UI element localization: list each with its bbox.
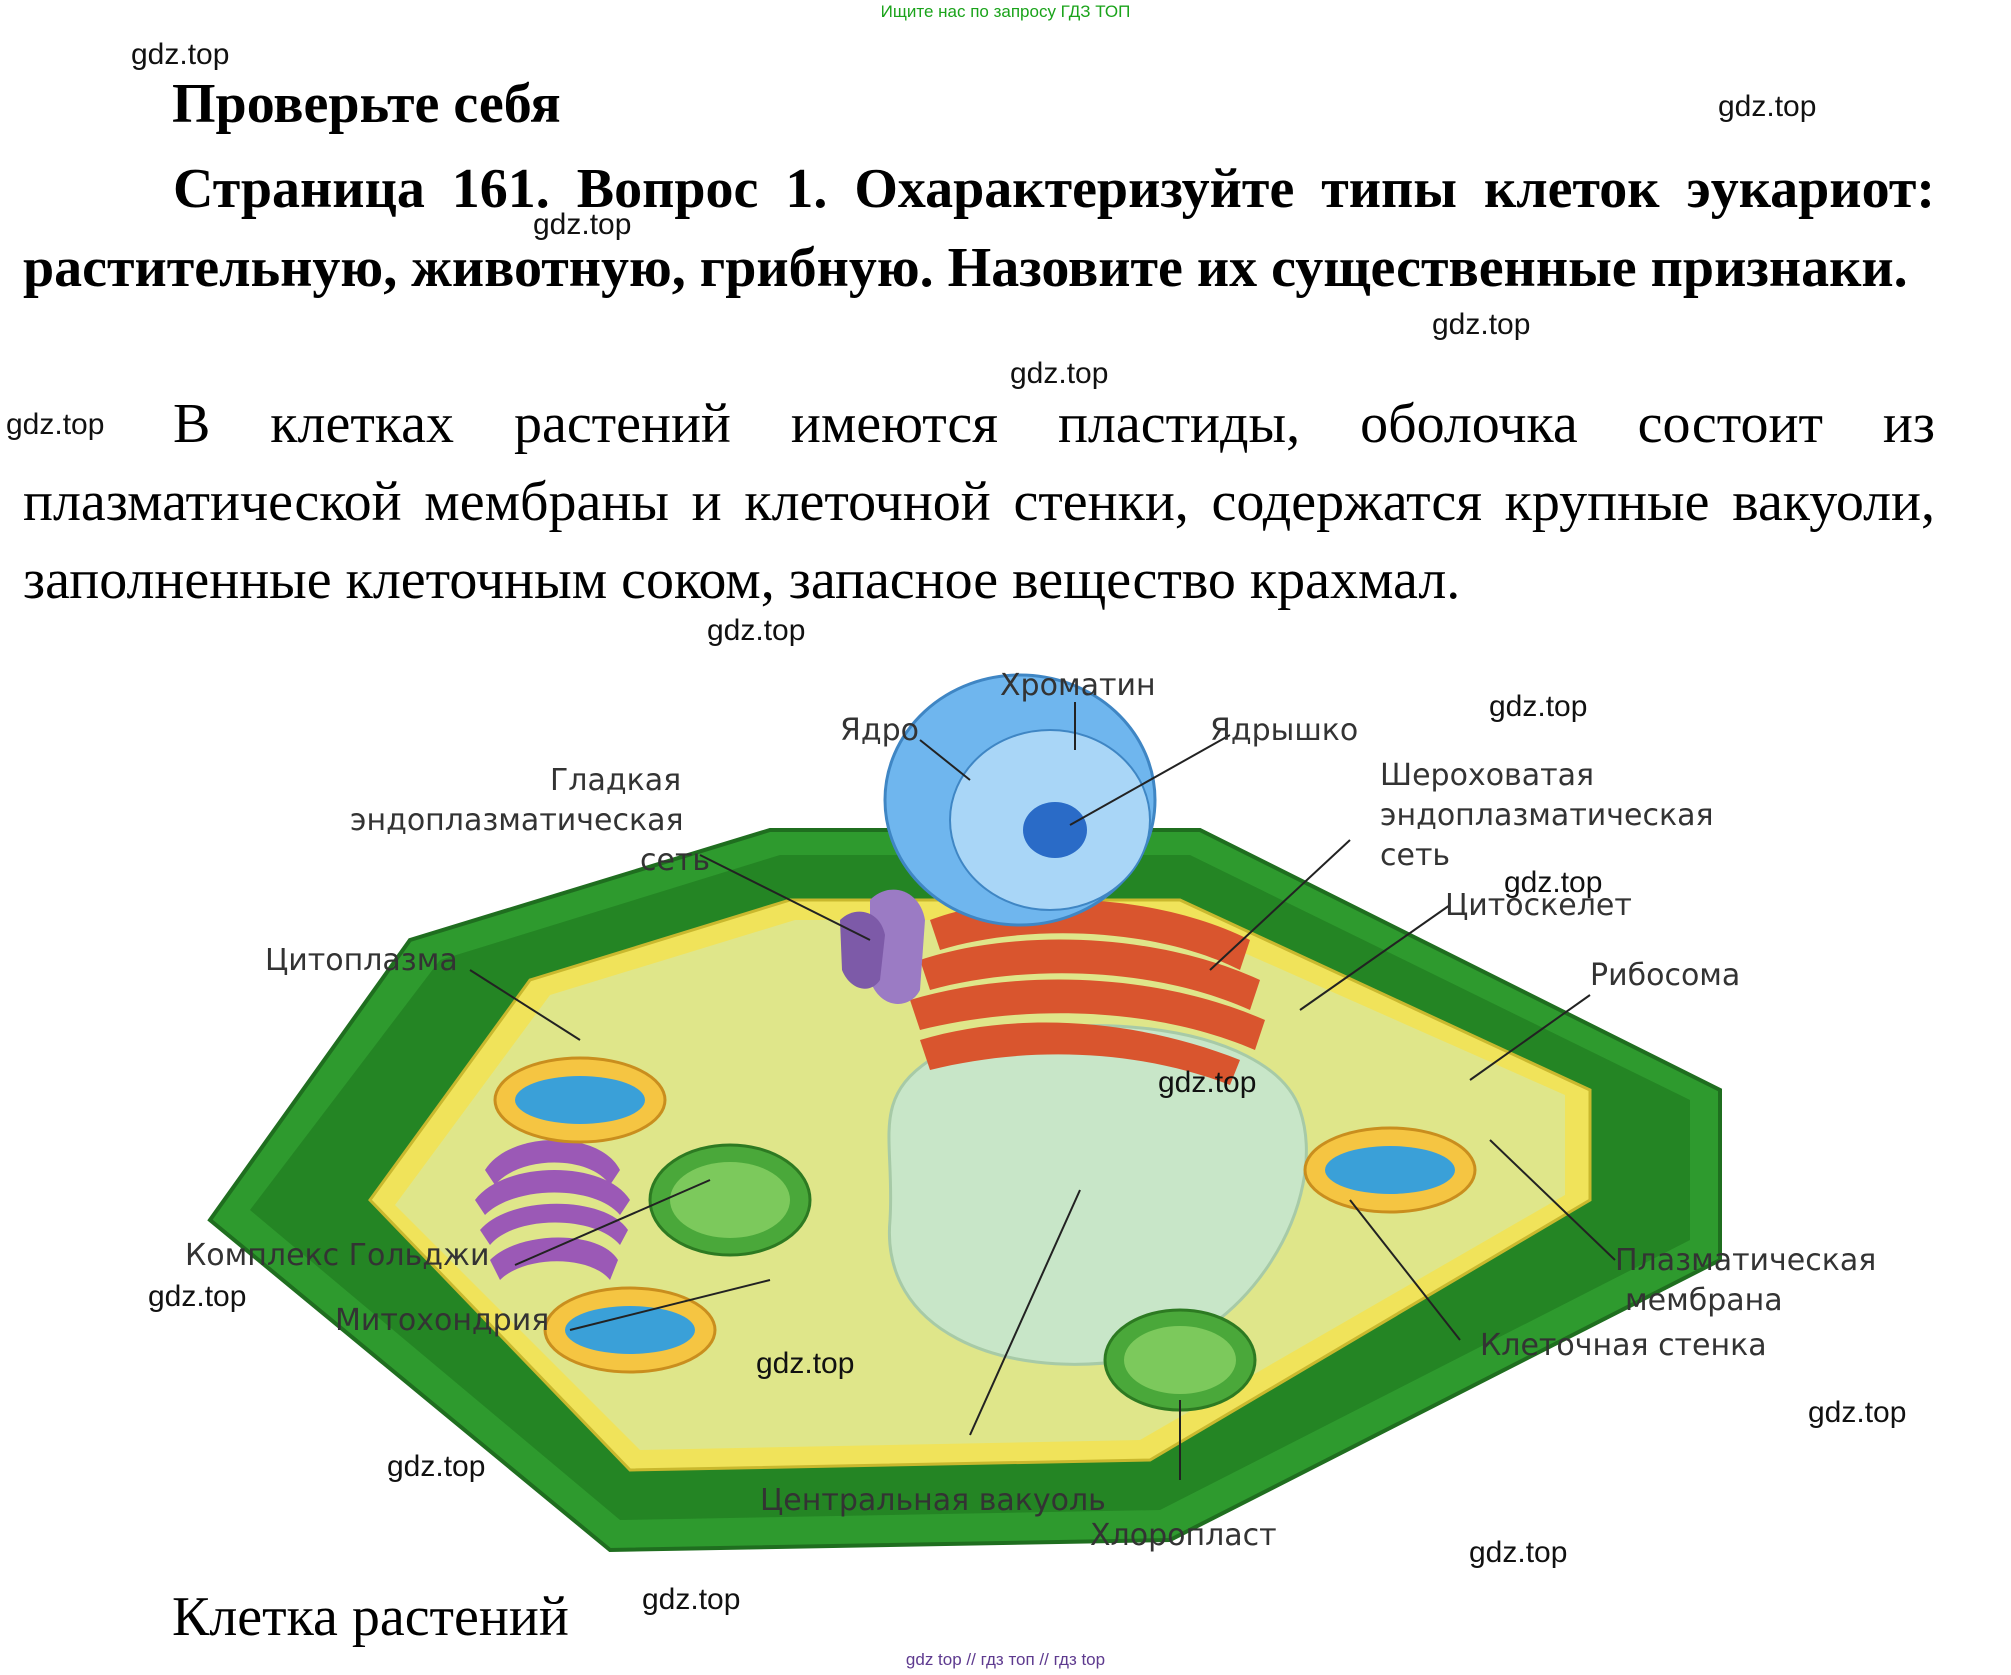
question-text: Страница 161. Вопрос 1. Охарактеризуйте … xyxy=(23,158,1935,299)
plant-cell-diagram: Хроматин Ядро Ядрышко Гладкая эндоплазма… xyxy=(185,668,1876,1553)
watermark: gdz.top xyxy=(533,208,632,241)
watermark: gdz.top xyxy=(387,1450,486,1483)
label-nucleus: Ядро xyxy=(840,713,919,748)
footer-links: gdz top // гдз топ // гдз top xyxy=(905,1650,1106,1669)
watermark: gdz.top xyxy=(1469,1536,1568,1569)
label-ribosome: Рибосома xyxy=(1590,958,1740,993)
label-rough-er-1: Шероховатая xyxy=(1380,758,1594,793)
watermark: gdz.top xyxy=(707,614,806,647)
label-chloroplast: Хлоропласт xyxy=(1090,1518,1277,1553)
section-heading: Проверьте себя xyxy=(172,73,561,135)
watermark: gdz.top xyxy=(148,1280,247,1313)
label-mitochondrion: Митохондрия xyxy=(335,1303,549,1338)
label-smooth-er-3: сеть xyxy=(640,843,710,878)
label-cell-wall: Клеточная стенка xyxy=(1480,1328,1767,1363)
label-rough-er-3: сеть xyxy=(1380,838,1450,873)
watermark: gdz.top xyxy=(1489,690,1588,723)
watermark: gdz.top xyxy=(1808,1396,1907,1429)
nucleolus-shape xyxy=(1023,802,1087,858)
watermark: gdz.top xyxy=(1504,866,1603,899)
label-cytoplasm: Цитоплазма xyxy=(265,943,458,978)
watermark: gdz.top xyxy=(131,38,230,71)
label-nucleolus: Ядрышко xyxy=(1210,713,1358,748)
watermark: gdz.top xyxy=(1010,357,1109,390)
watermark: gdz.top xyxy=(1432,308,1531,341)
watermark: gdz.top xyxy=(1158,1066,1257,1099)
watermark: gdz.top xyxy=(1718,90,1817,123)
watermark: gdz.top xyxy=(756,1347,855,1380)
top-banner: Ищите нас по запросу ГДЗ ТОП xyxy=(880,2,1131,21)
label-rough-er-2: эндоплазматическая xyxy=(1380,798,1714,833)
label-plasma-membrane-2: мембрана xyxy=(1625,1283,1783,1318)
watermark: gdz.top xyxy=(6,408,105,441)
label-golgi: Комплекс Гольджи xyxy=(185,1238,489,1273)
label-plasma-membrane-1: Плазматическая xyxy=(1615,1243,1876,1278)
watermark: gdz.top xyxy=(642,1583,741,1616)
golgi-shape xyxy=(475,1140,630,1280)
label-chromatin: Хроматин xyxy=(1000,668,1156,703)
label-smooth-er-1: Гладкая xyxy=(550,763,681,798)
label-cytoskeleton: Цитоскелет xyxy=(1445,888,1632,923)
label-central-vacuole: Центральная вакуоль xyxy=(760,1483,1106,1518)
figure-caption: Клетка растений xyxy=(172,1586,569,1648)
answer-text: В клетках растений имеются пластиды, обо… xyxy=(23,393,1935,611)
label-smooth-er-2: эндоплазматическая xyxy=(350,803,684,838)
